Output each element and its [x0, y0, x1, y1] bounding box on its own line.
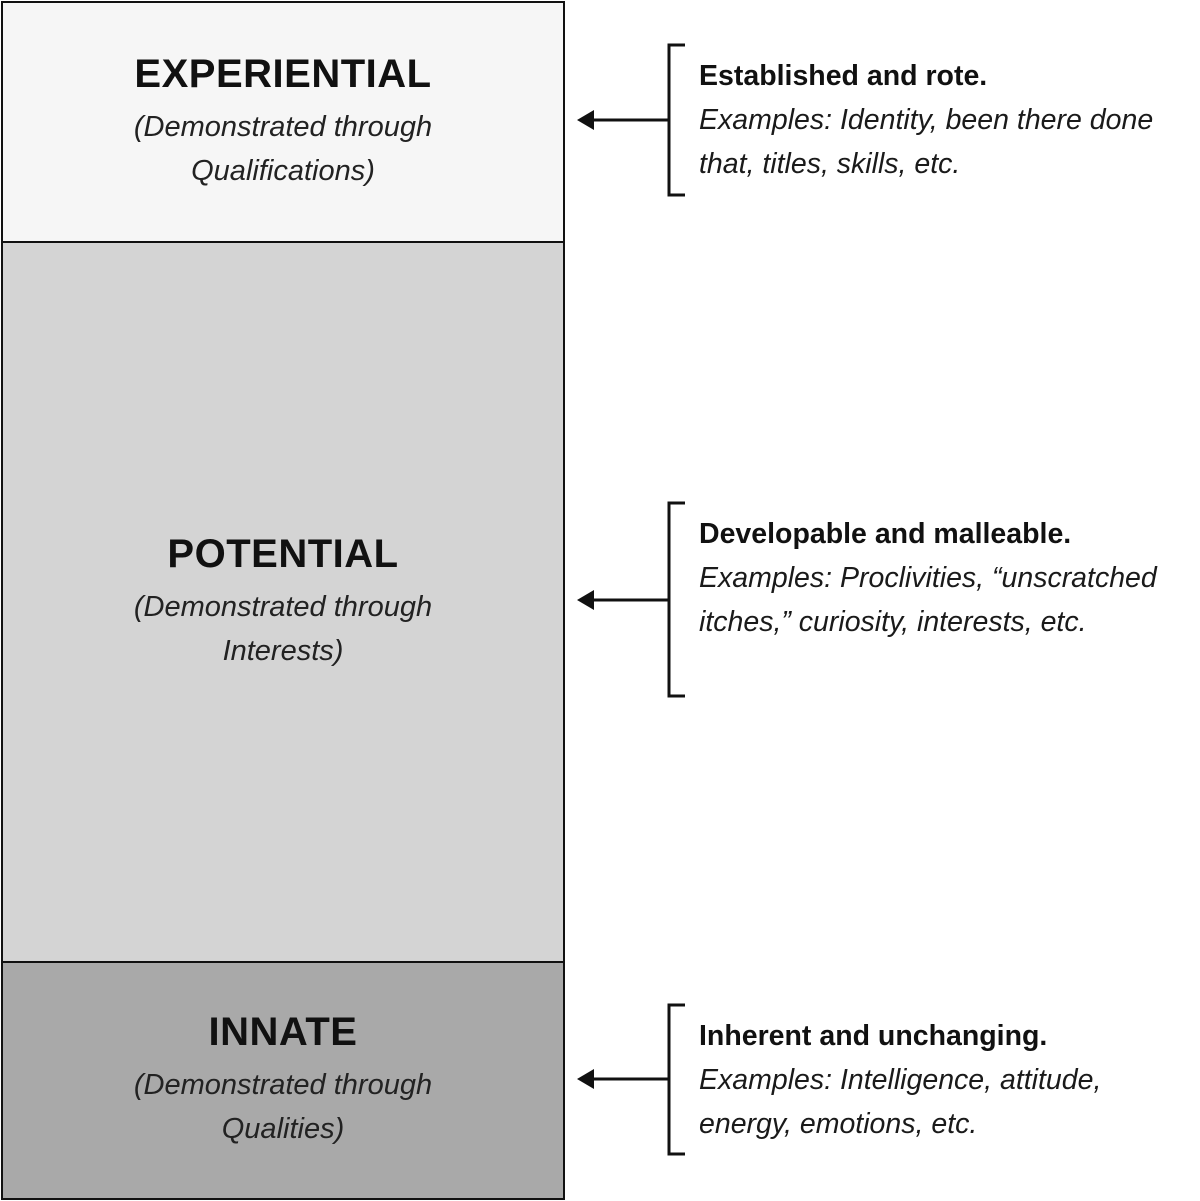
note-innate-body: Examples: Intelligence, attitude, energy…: [699, 1064, 1102, 1140]
note-innate: Inherent and unchanging. Examples: Intel…: [699, 1014, 1199, 1146]
arrow-head-potential: [577, 590, 594, 610]
tier-innate-title: INNATE: [208, 1010, 358, 1054]
tier-innate: INNATE (Demonstrated through Qualities): [1, 961, 565, 1200]
connector-experiential: [577, 43, 685, 197]
tier-stack: EXPERIENTIAL (Demonstrated through Quali…: [1, 1, 565, 1200]
tier-experiential-subtitle: (Demonstrated through Qualifications): [133, 110, 433, 187]
bracket-experiential: [667, 43, 685, 197]
note-experiential-body: Examples: Identity, been there done that…: [699, 104, 1154, 180]
tier-experiential-title: EXPERIENTIAL: [134, 51, 432, 96]
note-innate-heading: Inherent and unchanging.: [699, 1020, 1048, 1052]
tier-potential: POTENTIAL (Demonstrated through Interest…: [1, 241, 565, 963]
tier-potential-title: POTENTIAL: [167, 531, 399, 576]
note-experiential: Established and rote. Examples: Identity…: [699, 54, 1199, 186]
bracket-potential: [667, 501, 685, 698]
note-potential-heading: Developable and malleable.: [699, 518, 1072, 550]
tier-innate-subtitle: (Demonstrated through Qualities): [133, 1069, 433, 1145]
arrow-head-innate: [577, 1069, 594, 1089]
note-potential-body: Examples: Proclivities, “unscratched itc…: [699, 562, 1157, 638]
note-potential: Developable and malleable. Examples: Pro…: [699, 512, 1199, 644]
note-experiential-heading: Established and rote.: [699, 60, 988, 92]
tier-experiential: EXPERIENTIAL (Demonstrated through Quali…: [1, 1, 565, 243]
tier-potential-subtitle: (Demonstrated through Interests): [133, 590, 433, 667]
bracket-innate: [667, 1003, 685, 1156]
arrow-head-experiential: [577, 110, 594, 130]
connector-potential: [577, 501, 685, 698]
connector-innate: [577, 1003, 685, 1156]
